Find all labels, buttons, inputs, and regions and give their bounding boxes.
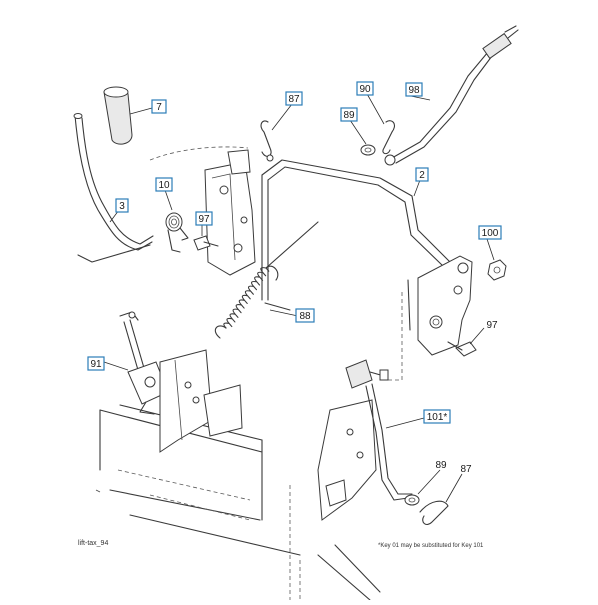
callout-3-label: 3 <box>119 201 125 212</box>
callout-89-upper-label: 89 <box>343 110 355 121</box>
callout-101: 101* <box>423 409 451 424</box>
callout-90: 90 <box>356 81 374 96</box>
callout-87-lower-label: 87 <box>460 464 472 475</box>
callout-97-upper-label: 97 <box>198 214 210 225</box>
lower-left-bracket <box>159 349 243 453</box>
callout-10: 10 <box>155 177 173 192</box>
callout-98-label: 98 <box>408 85 420 96</box>
callout-2: 2 <box>415 167 429 182</box>
callout-87-lower: 87 <box>460 464 472 475</box>
hair-pin-lower <box>419 500 449 525</box>
bolt-upper <box>193 235 219 251</box>
callout-97-right: 97 <box>486 320 498 331</box>
callout-98: 98 <box>405 82 423 97</box>
lower-right-link <box>345 359 413 501</box>
callout-7-label: 7 <box>156 102 162 113</box>
hex-nut <box>487 259 507 281</box>
callout-3: 3 <box>115 198 129 213</box>
callout-10-label: 10 <box>158 180 170 191</box>
callout-91-label: 91 <box>90 359 102 370</box>
handle-grip <box>103 86 133 145</box>
callout-88: 88 <box>295 308 315 323</box>
hair-pin-87-upper <box>260 120 274 162</box>
callout-89-lower-label: 89 <box>435 460 447 471</box>
hair-pin-upper <box>382 120 395 155</box>
right-bracket <box>380 255 473 381</box>
washer-lower <box>404 494 420 506</box>
callout-88-label: 88 <box>299 311 311 322</box>
lift-shaft <box>261 159 451 311</box>
callout-7: 7 <box>151 99 167 114</box>
callout-91: 91 <box>87 356 105 371</box>
upper-bracket <box>149 146 256 276</box>
lower-right-bracket <box>317 399 377 521</box>
callout-87-upper: 87 <box>285 91 303 106</box>
callout-89-upper: 89 <box>340 107 358 122</box>
lift-handle <box>73 113 154 263</box>
callout-97-upper: 97 <box>195 211 213 226</box>
callout-101-label: 101* <box>427 412 448 423</box>
torsion-spring <box>165 212 189 253</box>
callout-87-upper-label: 87 <box>288 94 300 105</box>
washer-upper <box>360 144 376 156</box>
callout-97-right-label: 97 <box>486 320 498 331</box>
footnote: *Key 01 may be substituted for Key 101 <box>378 543 484 549</box>
adjust-rod <box>384 25 519 166</box>
callout-100: 100 <box>478 225 502 240</box>
reference-code: lift-tax_94 <box>78 540 108 547</box>
leader-lines <box>103 91 495 503</box>
callout-2-label: 2 <box>419 170 425 181</box>
callout-90-label: 90 <box>359 84 371 95</box>
callout-100-label: 100 <box>482 228 499 239</box>
bolt-right <box>447 341 477 357</box>
callout-89-lower: 89 <box>435 460 447 471</box>
